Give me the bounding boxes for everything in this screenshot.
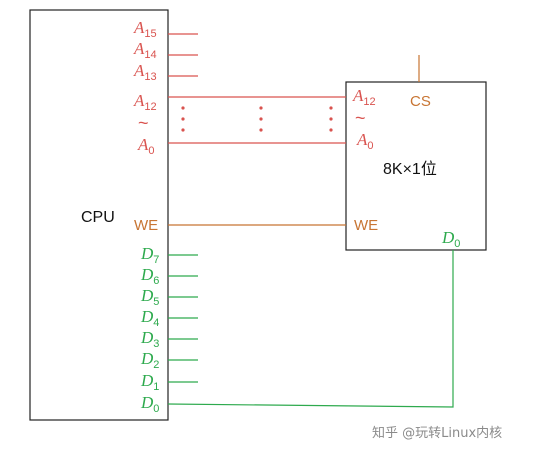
address-bus-dots: [181, 106, 333, 132]
cpu-pin-a12: A12: [133, 91, 157, 113]
cpu-pin-d7: D7: [140, 244, 159, 266]
cpu-data-pins: D7 D6 D5 D4 D3 D2 D1 D0: [140, 244, 159, 415]
cpu-high-address-lines: [168, 33, 198, 77]
cpu-pin-a14: A14: [133, 39, 157, 61]
cpu-high-address-pins: A15 A14 A13: [133, 18, 157, 83]
memory-chip-box: [345, 81, 487, 251]
cpu-pin-d3: D3: [140, 328, 159, 350]
cpu-pin-d0: D0: [140, 393, 159, 415]
dot: [181, 128, 185, 132]
dot: [259, 117, 263, 121]
dot: [259, 106, 263, 110]
cpu-box: [29, 9, 169, 421]
cpu-pin-d2: D2: [140, 349, 159, 371]
cpu-pin-we: WE: [134, 217, 158, 234]
cpu-range-tilde: ~: [138, 113, 149, 133]
address-bus-lines: [168, 96, 346, 144]
cpu-address-range: A12 ~ A0: [133, 91, 157, 157]
cpu-pin-a13: A13: [133, 61, 157, 83]
mem-pin-d0: D0: [441, 228, 460, 250]
mem-pin-we: WE: [354, 217, 378, 234]
dot: [329, 106, 333, 110]
cpu-pin-d4: D4: [140, 307, 159, 329]
line-d0-to-memory: [167, 250, 454, 408]
dot: [181, 117, 185, 121]
mem-pin-a0: A0: [356, 130, 374, 152]
dot: [329, 117, 333, 121]
mem-range-tilde: ~: [355, 108, 366, 128]
cpu-pin-a0: A0: [137, 135, 155, 157]
mem-pin-cs: CS: [410, 93, 431, 110]
cpu-pin-a15: A15: [133, 18, 157, 40]
watermark: 知乎 @玩转Linux内核: [372, 425, 502, 441]
mem-pin-a12: A12: [352, 86, 376, 108]
memory-address-range: A12 ~ A0: [352, 86, 376, 152]
dot: [259, 128, 263, 132]
dot: [181, 106, 185, 110]
cpu-pin-d5: D5: [140, 286, 159, 308]
memory-chip-label: 8K×1位: [383, 160, 437, 178]
cpu-data-lines: [168, 254, 198, 383]
cpu-pin-d6: D6: [140, 265, 159, 287]
cpu-label: CPU: [81, 209, 115, 226]
dot: [329, 128, 333, 132]
cpu-pin-d1: D1: [140, 371, 159, 393]
